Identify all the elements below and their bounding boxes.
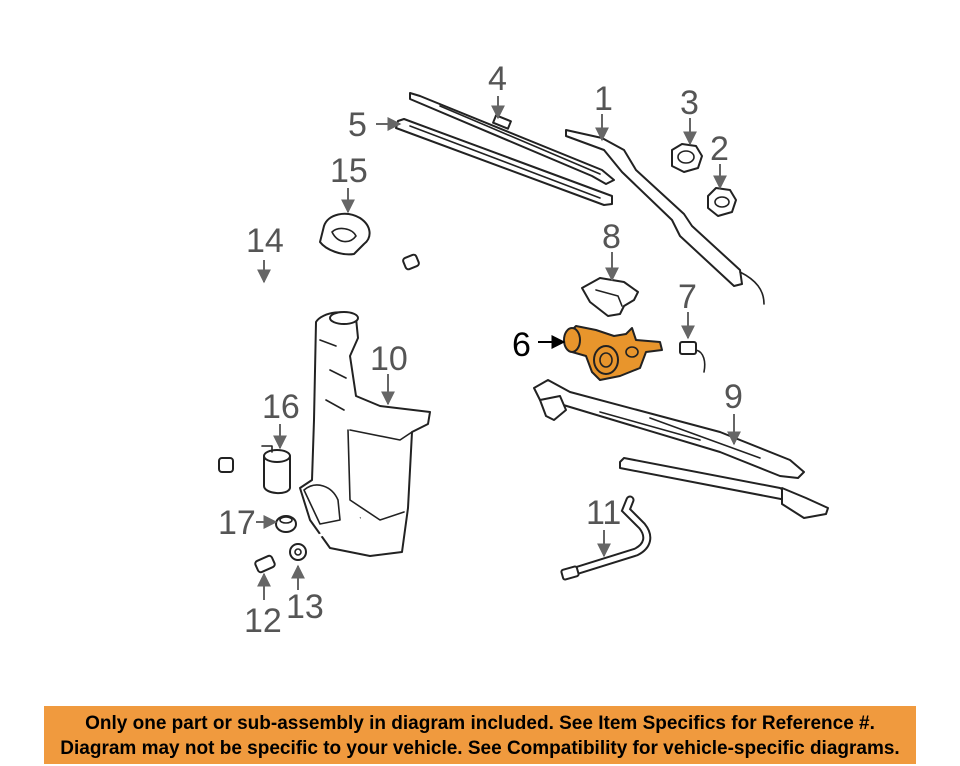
- nut-part-2: [707, 187, 737, 217]
- connector-part-13: [289, 543, 307, 561]
- callout-1: 1: [594, 80, 613, 118]
- connector-part-7: [679, 341, 706, 373]
- callout-10: 10: [370, 340, 408, 378]
- disclaimer-line-2: Diagram may not be specific to your vehi…: [60, 738, 900, 759]
- wiper-blade-part-4: [409, 92, 615, 185]
- nozzle-part-12: [254, 516, 361, 574]
- washer-reservoir-part-10: [299, 311, 431, 557]
- callout-14: 14: [246, 222, 284, 260]
- parts-diagram: 1 2 3 4 5 6 7 8 9 10 11 12 13 14 15 16 1…: [218, 60, 829, 640]
- callout-4: 4: [488, 60, 507, 98]
- leader-lines: [256, 96, 741, 600]
- callout-12: 12: [244, 602, 282, 640]
- callout-5: 5: [348, 106, 367, 144]
- grommet-part-17: [275, 515, 297, 533]
- wiper-motor-part-6: [563, 325, 663, 381]
- callout-8: 8: [602, 218, 621, 256]
- hose-part-11: [560, 495, 652, 581]
- washer-pump-part-16: [261, 445, 291, 494]
- callout-2: 2: [710, 130, 729, 168]
- callout-6: 6: [512, 326, 531, 364]
- callout-3: 3: [680, 84, 699, 122]
- hose-part-14: [218, 253, 420, 473]
- callout-11: 11: [586, 494, 621, 532]
- callout-16: 16: [262, 388, 300, 426]
- callout-labels: 1 2 3 4 5 6 7 8 9 10 11 12 13 14 15 16 1…: [218, 60, 743, 640]
- wiper-arm-part-1: [565, 129, 765, 305]
- nut-cap-part-3: [671, 143, 703, 173]
- callout-9: 9: [724, 378, 743, 416]
- callout-13: 13: [286, 588, 324, 626]
- wiper-linkage-part-9: [533, 379, 829, 519]
- callout-15: 15: [330, 152, 368, 190]
- bracket-part-8: [581, 277, 639, 317]
- disclaimer-line-1: Only one part or sub-assembly in diagram…: [85, 713, 875, 734]
- callout-17: 17: [218, 504, 256, 542]
- grommet-part-15: [319, 212, 371, 256]
- callout-7: 7: [678, 278, 697, 316]
- disclaimer-banner: Only one part or sub-assembly in diagram…: [44, 706, 916, 764]
